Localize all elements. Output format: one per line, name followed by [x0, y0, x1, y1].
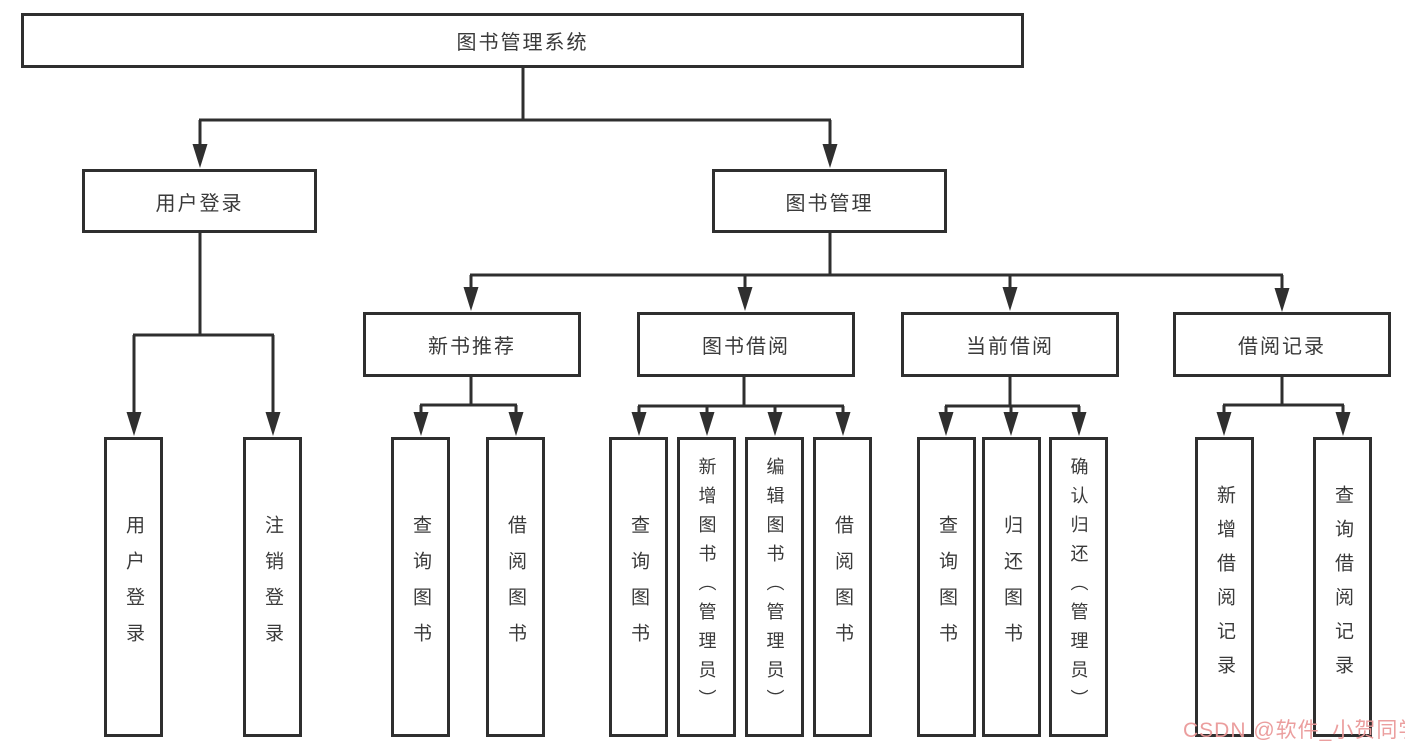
leaf-label: 查询图书 [936, 515, 957, 659]
node-borrowing-records: 借阅记录 [1173, 312, 1391, 377]
leaf-query-books-1: 查询图书 [391, 437, 450, 737]
leaf-add-books-admin: 新增图书（管理员） [677, 437, 736, 737]
leaf-label: 注销登录 [262, 515, 283, 659]
leaf-label: 归还图书 [1001, 515, 1022, 659]
node-label: 用户登录 [155, 192, 244, 215]
node-new-book-recommend: 新书推荐 [363, 312, 581, 377]
node-label: 借阅记录 [1238, 336, 1326, 358]
leaf-label: 编辑图书（管理员） [764, 456, 785, 718]
node-label: 图书管理系统 [456, 32, 589, 54]
leaf-label: 查询图书 [410, 515, 431, 659]
node-label: 图书管理 [785, 192, 874, 215]
leaf-borrow-books-1: 借阅图书 [486, 437, 545, 737]
leaf-confirm-return-admin: 确认归还（管理员） [1049, 437, 1108, 737]
csdn-watermark: CSDN @软件_小贺同学 [1183, 719, 1405, 742]
leaf-borrow-books-2: 借阅图书 [813, 437, 872, 737]
node-label: 图书借阅 [702, 336, 790, 358]
leaf-logout: 注销登录 [243, 437, 302, 737]
node-label: 当前借阅 [966, 336, 1054, 358]
node-user-login: 用户登录 [82, 169, 317, 233]
leaf-label: 新增图书（管理员） [696, 456, 717, 718]
node-current-borrowing: 当前借阅 [901, 312, 1119, 377]
node-library-management-system: 图书管理系统 [21, 13, 1024, 68]
leaf-label: 用户登录 [123, 515, 144, 659]
leaf-label: 查询图书 [628, 515, 649, 659]
leaf-add-borrow-record: 新增借阅记录 [1195, 437, 1254, 737]
leaf-label: 借阅图书 [832, 515, 853, 659]
leaf-return-books: 归还图书 [982, 437, 1041, 737]
leaf-user-login: 用户登录 [104, 437, 163, 737]
leaf-label: 新增借阅记录 [1214, 485, 1235, 689]
node-book-borrowing: 图书借阅 [637, 312, 855, 377]
leaf-label: 查询借阅记录 [1332, 485, 1353, 689]
leaf-query-borrow-record: 查询借阅记录 [1313, 437, 1372, 737]
node-label: 新书推荐 [428, 336, 516, 358]
node-book-management: 图书管理 [712, 169, 947, 233]
leaf-label: 确认归还（管理员） [1068, 456, 1089, 718]
leaf-query-books-2: 查询图书 [609, 437, 668, 737]
leaf-edit-books-admin: 编辑图书（管理员） [745, 437, 804, 737]
leaf-query-books-3: 查询图书 [917, 437, 976, 737]
leaf-label: 借阅图书 [505, 515, 526, 659]
